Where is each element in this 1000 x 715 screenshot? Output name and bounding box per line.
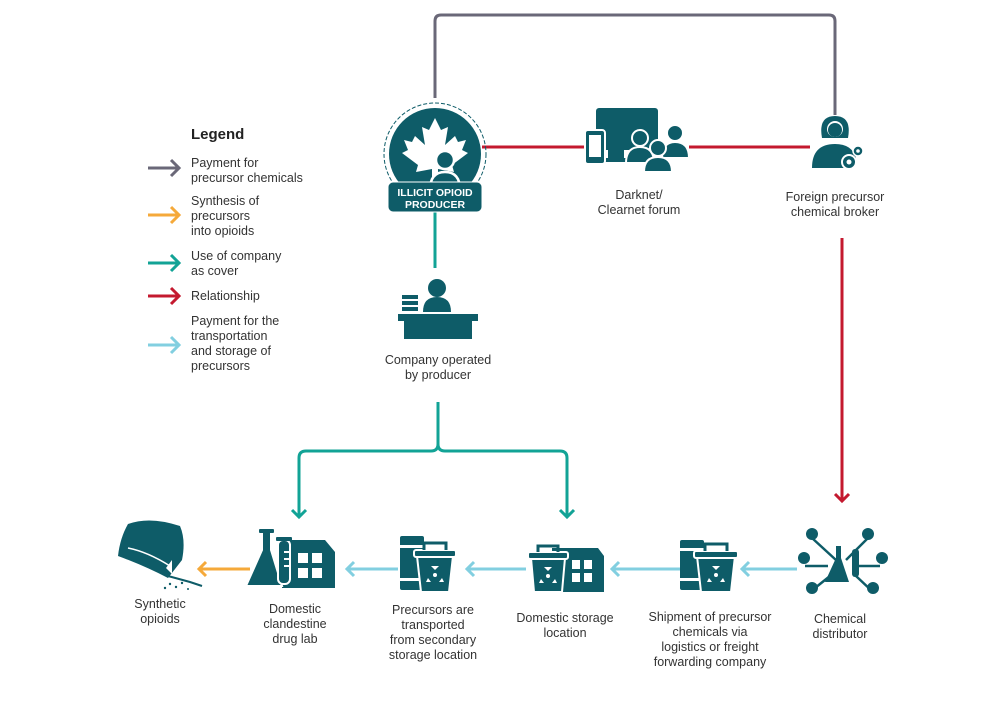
storage-label: Domestic storage location bbox=[516, 611, 614, 640]
legend-arrow-transport bbox=[148, 335, 182, 355]
edge-payment-producer-broker bbox=[433, 13, 837, 115]
legend-item-payment: Payment for precursor chemicals bbox=[191, 156, 303, 185]
devices-people-icon bbox=[584, 108, 691, 173]
legend-item-cover: Use of company as cover bbox=[191, 249, 282, 278]
arrowhead-transport-shipment bbox=[739, 560, 751, 578]
shipment-label: Shipment of precursor chemicals via logi… bbox=[648, 610, 772, 669]
legend-arrow-relationship bbox=[148, 286, 182, 306]
legend-item-transport: Payment for the transportation and stora… bbox=[191, 314, 280, 373]
arrowhead-synthesis bbox=[196, 560, 208, 578]
edge-cover-company-branch bbox=[297, 402, 440, 516]
edge-cover-company-branch-right bbox=[436, 443, 569, 516]
legend-item-relationship: Relationship bbox=[191, 289, 260, 303]
legend-item-synthesis: Synthesis of precursors into opioids bbox=[191, 194, 260, 238]
barrel-bucket-icon-shipment bbox=[678, 540, 739, 593]
arrowhead-cover-storage bbox=[558, 508, 576, 520]
flask-building-icon bbox=[244, 529, 335, 588]
producer-badge-label: ILLICIT OPIOID PRODUCER bbox=[397, 187, 473, 211]
barrel-bucket-icon-transported bbox=[398, 536, 457, 593]
legend-arrow-synthesis bbox=[148, 205, 182, 225]
broker-label: Foreign precursor chemical broker bbox=[785, 190, 885, 219]
arrowhead-cover-lab bbox=[290, 508, 308, 520]
arrowhead-transport-transported bbox=[464, 560, 476, 578]
legend-arrow-payment bbox=[148, 158, 182, 178]
company-label: Company operated by producer bbox=[384, 353, 492, 382]
legend-arrow-cover bbox=[148, 253, 182, 273]
legend-title: Legend bbox=[191, 126, 245, 143]
arrowhead-transport-storage bbox=[609, 560, 621, 578]
bucket-building-icon bbox=[527, 544, 604, 593]
legend-arrows bbox=[148, 158, 182, 355]
person-gears-icon bbox=[812, 116, 864, 170]
arrowhead-transport-lab bbox=[344, 560, 356, 578]
opioids-label: Synthetic opioids bbox=[134, 597, 186, 626]
transported-label: Precursors are transported from secondar… bbox=[388, 603, 478, 662]
producer-badge bbox=[387, 181, 483, 213]
powder-bag-icon bbox=[118, 520, 203, 590]
arrowhead-relationship bbox=[833, 492, 851, 504]
distributor-label: Chemical distributor bbox=[812, 612, 868, 641]
person-at-desk-icon bbox=[398, 279, 478, 339]
lab-label: Domestic clandestine drug lab bbox=[263, 602, 327, 646]
producer-node bbox=[383, 102, 487, 213]
forum-label: Darknet/ Clearnet forum bbox=[597, 188, 681, 217]
flask-network-icon bbox=[798, 528, 888, 594]
